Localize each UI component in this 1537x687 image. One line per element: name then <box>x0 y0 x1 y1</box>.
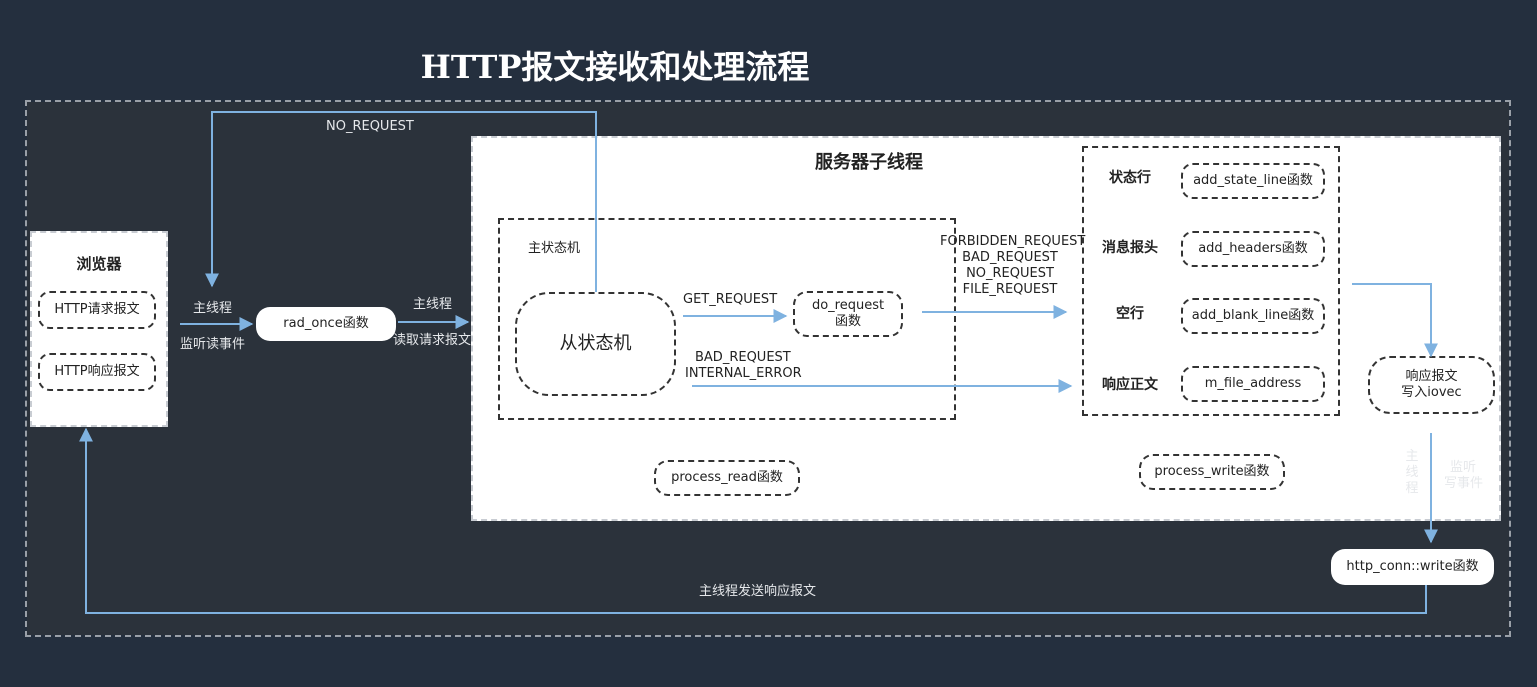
blank-line-label: 空行 <box>1116 306 1144 322</box>
response-parts-box <box>1082 146 1340 416</box>
http-conn-write-box: http_conn::write函数 <box>1331 549 1494 585</box>
bad-request-label: BAD_REQUEST <box>695 350 791 365</box>
code-forbidden: FORBIDDEN_REQUEST <box>940 234 1086 249</box>
no-request-loop-label: NO_REQUEST <box>326 119 414 134</box>
http-response-box: HTTP响应报文 <box>38 353 156 391</box>
code-file-request: FILE_REQUEST <box>962 282 1058 297</box>
iovec-box: 响应报文 写入iovec <box>1368 356 1495 414</box>
arrow-no-request-loop <box>205 111 597 292</box>
http-request-box: HTTP请求报文 <box>38 291 156 329</box>
process-read-box: process_read函数 <box>654 460 800 496</box>
page-title: HTTP报文接收和处理流程 <box>420 48 810 86</box>
send-response-label: 主线程发送响应报文 <box>699 584 817 599</box>
body-label: 响应正文 <box>1102 377 1158 393</box>
headers-label: 消息报头 <box>1102 240 1158 256</box>
main-thread-label-2: 主线程 <box>413 297 453 312</box>
get-request-label: GET_REQUEST <box>683 292 778 307</box>
browser-title: 浏览器 <box>76 255 122 273</box>
server-thread-title: 服务器子线程 <box>815 152 923 173</box>
do-request-box: do_request 函数 <box>793 291 903 337</box>
add-headers-box: add_headers函数 <box>1181 231 1325 267</box>
arrow-write-to-browser <box>79 427 1427 614</box>
iovec-line1: 响应报文 <box>1405 369 1458 384</box>
state-line-label: 状态行 <box>1109 170 1151 186</box>
iovec-line2: 写入iovec <box>1401 385 1462 400</box>
outer-frame <box>25 100 1511 637</box>
rad-once-box: rad_once函数 <box>256 307 396 341</box>
listen-read-label: 监听读事件 <box>180 337 246 352</box>
code-bad-request: BAD_REQUEST <box>962 250 1058 265</box>
arrow-response-to-iovec <box>1352 283 1438 358</box>
read-request-label: 读取请求报文 <box>393 333 472 348</box>
listen-write-line2: 写事件 <box>1444 476 1484 491</box>
main-thread-label-1: 主线程 <box>193 301 233 316</box>
listen-write-line1: 监听 <box>1450 460 1477 475</box>
internal-error-label: INTERNAL_ERROR <box>685 366 802 381</box>
add-state-line-box: add_state_line函数 <box>1181 163 1325 199</box>
code-no-request: NO_REQUEST <box>966 266 1054 281</box>
browser-panel <box>30 231 168 427</box>
master-fsm-box <box>498 218 956 420</box>
master-fsm-label: 主状态机 <box>528 241 581 256</box>
do-request-line1: do_request <box>811 298 885 313</box>
m-file-address-box: m_file_address <box>1181 366 1325 402</box>
main-thread-vertical-label: 主线程 <box>1405 449 1419 496</box>
add-blank-line-box: add_blank_line函数 <box>1181 298 1325 334</box>
do-request-line2: 函数 <box>834 314 861 329</box>
slave-fsm-box: 从状态机 <box>515 292 676 396</box>
process-write-box: process_write函数 <box>1139 454 1285 490</box>
